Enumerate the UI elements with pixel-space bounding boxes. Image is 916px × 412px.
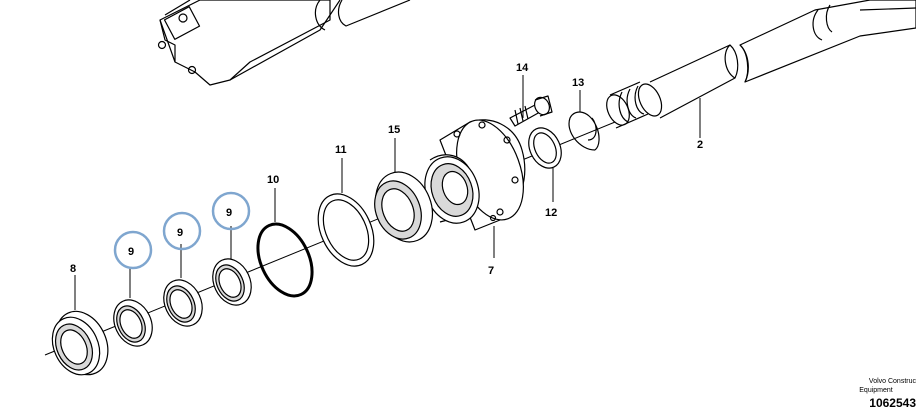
highlight-circle-9a: [113, 230, 153, 270]
label-9a: 9: [128, 246, 134, 258]
ring-part-12: [528, 127, 562, 169]
guide-ring-part-9-c: [212, 258, 252, 306]
piston-rod: [606, 0, 916, 129]
label-12: 12: [545, 207, 557, 219]
highlight-circle-9c: [211, 191, 251, 231]
snap-ring-part-13: [568, 111, 600, 151]
cylinder-head-part-7: [424, 119, 526, 258]
label-2: 2: [697, 139, 703, 151]
company-name-line2: Equipment: [859, 387, 893, 394]
seal-part-15: [374, 171, 434, 243]
label-13: 13: [572, 77, 584, 89]
seal-part-8: [51, 310, 109, 376]
label-10: 10: [267, 174, 279, 186]
company-name-line1: Volvo Construc: [868, 378, 916, 385]
label-7: 7: [488, 265, 494, 277]
label-14: 14: [516, 62, 529, 74]
bolt-part-14: [509, 95, 553, 127]
label-8: 8: [70, 263, 76, 275]
drawing-number: 1062543: [869, 396, 916, 410]
o-ring-part-10: [256, 222, 314, 298]
label-9b: 9: [177, 227, 183, 239]
cylinder-tube: [157, 0, 411, 86]
label-15: 15: [388, 124, 400, 136]
guide-ring-part-9-b: [163, 279, 203, 327]
guide-ring-part-9-a: [113, 299, 153, 347]
highlight-circle-9b: [162, 211, 202, 251]
ring-part-11: [317, 193, 375, 267]
label-11: 11: [335, 144, 347, 156]
label-9c: 9: [226, 207, 232, 219]
